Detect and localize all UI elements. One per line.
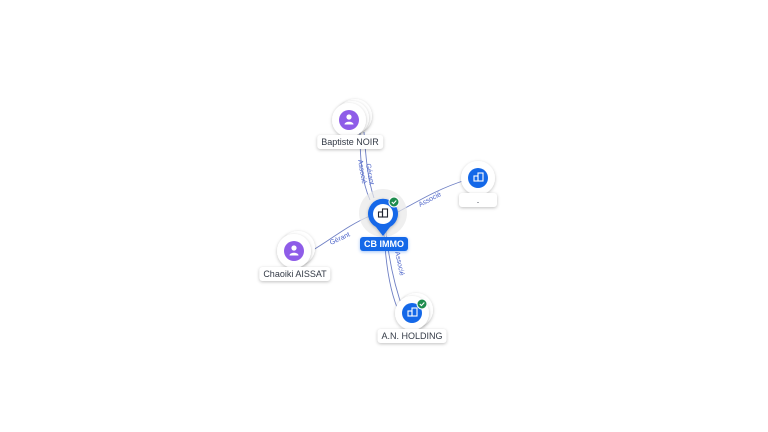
node-chaoiki-aissat[interactable] bbox=[277, 231, 315, 268]
edge-label-right-associe: Associé bbox=[418, 191, 443, 209]
verified-check-icon bbox=[388, 196, 400, 208]
node-label-cb-immo[interactable]: CB IMMO bbox=[360, 237, 408, 251]
node-label-an-holding[interactable]: A.N. HOLDING bbox=[377, 329, 447, 343]
edge-label-baptiste-gerant: Gérant bbox=[364, 163, 375, 185]
node-label-chaoiki-aissat[interactable]: Chaoiki AISSAT bbox=[259, 267, 331, 281]
person-icon bbox=[289, 245, 299, 256]
building-icon bbox=[473, 172, 484, 182]
verified-check-icon bbox=[416, 298, 428, 310]
person-icon bbox=[344, 114, 354, 125]
edge-label-anholding-associe: Associé bbox=[393, 251, 405, 277]
node-baptiste-noir[interactable] bbox=[332, 99, 372, 137]
node-company-right[interactable] bbox=[461, 161, 495, 195]
building-icon bbox=[407, 307, 418, 317]
building-icon bbox=[377, 208, 389, 218]
edge-label-baptiste-associe: Associé bbox=[356, 159, 367, 184]
node-cb-immo[interactable] bbox=[359, 189, 407, 237]
node-label-company-right[interactable]: . bbox=[459, 193, 497, 207]
node-label-baptiste-noir[interactable]: Baptiste NOIR bbox=[317, 135, 383, 149]
node-an-holding[interactable] bbox=[395, 293, 433, 330]
edge-label-chaoiki-gerant: Gérant bbox=[329, 231, 351, 246]
